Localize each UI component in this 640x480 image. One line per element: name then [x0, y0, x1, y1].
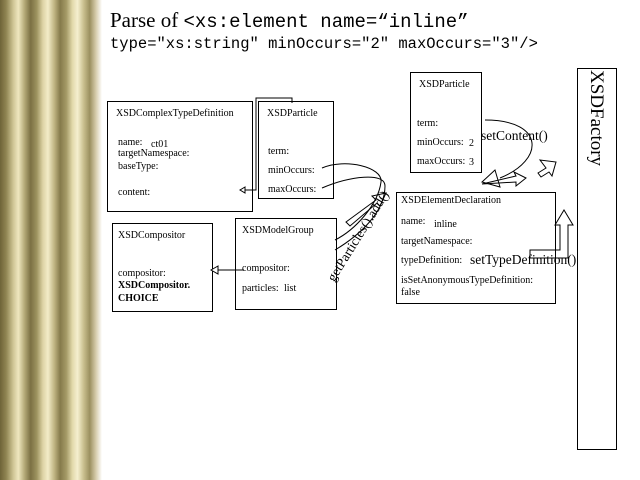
- title-code: <xs:element name=“inline”: [183, 11, 469, 33]
- slide-title: Parse of <xs:element name=“inline”: [110, 8, 469, 33]
- element-is-anonymous-value: false: [401, 287, 420, 298]
- set-content-curve: [484, 119, 533, 179]
- particle-curve-1: [321, 163, 382, 241]
- compositor-header: XSDCompositor: [118, 230, 186, 241]
- element-name-value: inline: [434, 219, 457, 230]
- set-content-arrow-head: [481, 169, 501, 188]
- title-prefix: Parse of: [110, 8, 184, 32]
- complex-type-name-value: ct01: [151, 139, 169, 150]
- compositor-value-line1: XSDCompositor.: [118, 280, 191, 291]
- particle-top-header: XSDParticle: [419, 79, 470, 90]
- compositor-label: compositor:: [118, 268, 166, 279]
- element-is-anonymous-label: isSetAnonymousTypeDefinition:: [401, 275, 534, 286]
- compositor-arrow-head: [209, 265, 219, 275]
- model-group-header: XSDModelGroup: [242, 225, 314, 236]
- factory-to-element-arrow: [537, 159, 557, 178]
- model-group-compositor-label: compositor:: [242, 263, 290, 274]
- particle-top-box: XSDParticle term: minOccurs: 2 maxOccurs…: [410, 72, 482, 173]
- content-arrow-head: [239, 186, 246, 194]
- complex-type-content-label: content:: [118, 187, 151, 198]
- particle-top-max-value: 3: [469, 157, 474, 168]
- decorative-pillar: [0, 0, 102, 480]
- factory-box: [577, 68, 617, 450]
- model-group-particles-value: list: [284, 283, 297, 294]
- complex-type-definition-box: XSDComplexTypeDefinition name: ct01 targ…: [107, 101, 253, 212]
- compositor-box: XSDCompositor compositor: XSDCompositor.…: [112, 223, 213, 312]
- particle-curve-2: [321, 176, 386, 251]
- compositor-value-line2: CHOICE: [118, 293, 159, 304]
- element-target-namespace-label: targetNamespace:: [401, 236, 473, 247]
- type-definition-arrow: [529, 209, 574, 259]
- element-declaration-box: XSDElementDeclaration name: inline targe…: [396, 192, 556, 304]
- set-type-definition-label: setTypeDefinition(): [470, 252, 577, 267]
- particle-left-max-label: maxOccurs:: [268, 184, 317, 195]
- factory-label: XSDFactory: [586, 70, 607, 167]
- content-to-particle-connector: [245, 97, 293, 191]
- model-group-box: XSDModelGroup compositor: particles: lis…: [235, 218, 337, 310]
- particle-left-box: XSDParticle term: minOccurs: maxOccurs:: [258, 101, 334, 199]
- particle-top-term-label: term:: [417, 118, 439, 129]
- set-content-label: setContent(): [481, 128, 548, 143]
- particle-left-min-label: minOccurs:: [268, 165, 315, 176]
- element-name-label: name:: [401, 216, 426, 227]
- element-to-particle-arrow: [481, 170, 527, 188]
- particle-top-min-label: minOccurs:: [417, 137, 464, 148]
- particle-top-max-label: maxOccurs:: [417, 156, 466, 167]
- complex-type-header: XSDComplexTypeDefinition: [116, 108, 234, 119]
- model-group-particles-label: particles:: [242, 283, 279, 294]
- element-type-definition-label: typeDefinition:: [401, 255, 463, 266]
- element-declaration-header: XSDElementDeclaration: [401, 195, 501, 206]
- complex-type-name-label: name:: [118, 137, 143, 148]
- complex-type-target-namespace-label: targetNamespace:: [118, 148, 190, 159]
- add-particle-arrow: [345, 192, 387, 227]
- complex-type-base-type-label: baseType:: [118, 161, 159, 172]
- particle-top-min-value: 2: [469, 138, 474, 149]
- slide-subtitle: type="xs:string" minOccurs="2" maxOccurs…: [110, 35, 538, 53]
- particle-left-term-label: term:: [268, 146, 290, 157]
- particle-left-header: XSDParticle: [267, 108, 318, 119]
